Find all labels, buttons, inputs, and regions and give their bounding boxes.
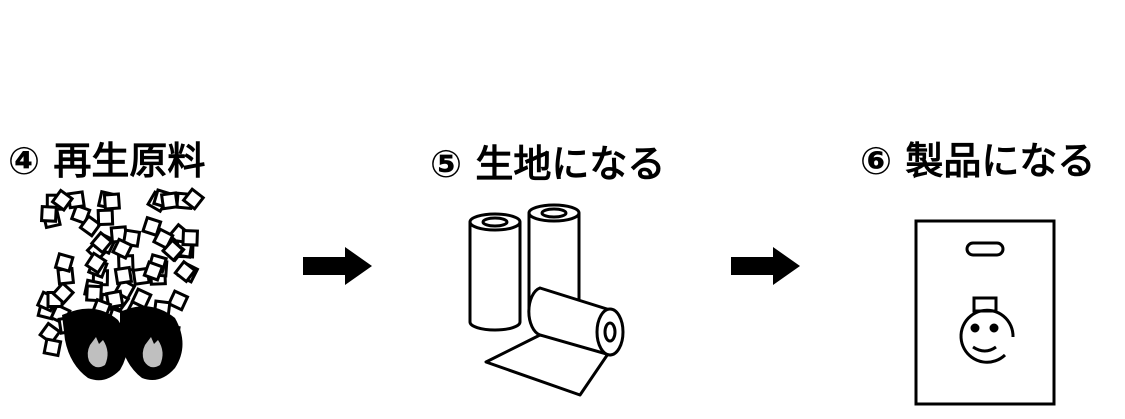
step-6-title: ⑥ 製品になる	[860, 139, 1096, 183]
step-4-title: ④ 再生原料	[8, 139, 206, 183]
pellet-square	[113, 265, 134, 286]
pellet-square	[160, 238, 185, 263]
pellet-square	[102, 192, 121, 211]
arrow-right-icon	[303, 247, 372, 285]
film-rolls-icon	[468, 203, 625, 397]
pellet-square	[78, 214, 103, 238]
pellet-square	[142, 260, 165, 282]
pellet-square	[42, 337, 63, 358]
pellet-square	[51, 281, 76, 306]
pellet-square	[85, 284, 103, 303]
pellet-square	[53, 251, 75, 274]
pellet-square	[84, 251, 108, 275]
flame-icon	[62, 306, 183, 381]
arrow-right-icon	[731, 247, 800, 285]
step-5-title: ⑤ 生地になる	[430, 142, 666, 186]
pellet-square	[50, 188, 75, 213]
pellet-square	[39, 204, 58, 223]
pellet-square	[181, 229, 199, 247]
pellet-square	[130, 287, 153, 310]
pellet-square	[110, 237, 134, 261]
pellet-square	[89, 230, 114, 255]
pellet-square	[159, 191, 180, 211]
pellet-square	[96, 208, 115, 227]
plastic-bag-icon	[914, 219, 1056, 406]
pellet-square	[141, 215, 163, 238]
pellet-square	[181, 187, 206, 211]
pellet-square	[166, 289, 190, 312]
pellet-square	[173, 259, 198, 284]
